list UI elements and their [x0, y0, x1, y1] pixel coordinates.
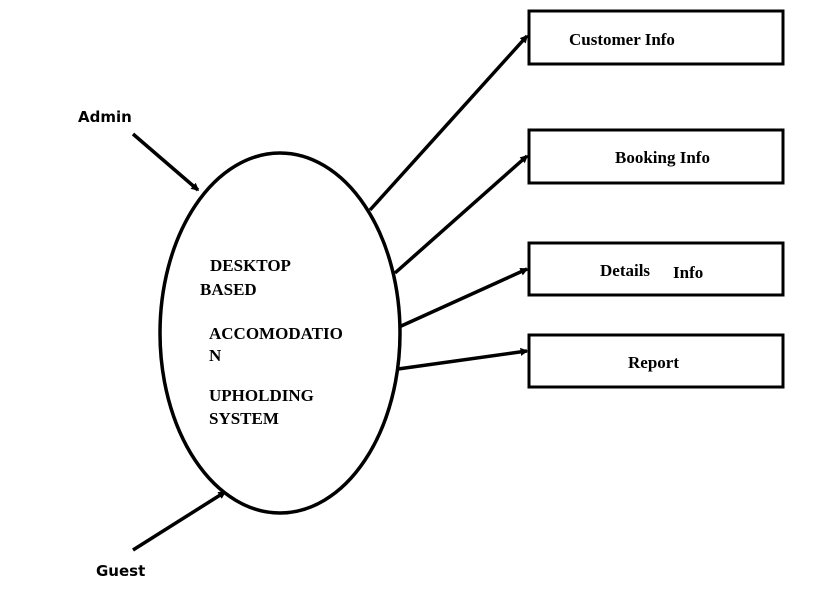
report-arrow [397, 347, 529, 371]
guest-arrow [132, 490, 227, 552]
booking-info-arrow [393, 154, 529, 275]
customer-info-box: Customer Info [527, 9, 785, 66]
details-label: Details [600, 261, 650, 280]
system-label-line-6: SYSTEM [209, 409, 279, 428]
actor-admin-label: Admin [78, 108, 132, 126]
customer-info-label: Customer Info [569, 30, 675, 49]
details-info-arrow [398, 267, 529, 329]
details-info-box: Details Info [527, 241, 785, 297]
system-process-ellipse [158, 151, 402, 515]
report-label: Report [628, 353, 679, 372]
system-label-line-1: DESKTOP [210, 256, 291, 275]
system-label-line-4: N [209, 346, 222, 365]
customer-info-arrow [368, 34, 529, 212]
system-process-label: DESKTOP BASED ACCOMODATIO N UPHOLDING SY… [200, 256, 343, 428]
actor-guest-label: Guest [96, 562, 145, 580]
booking-info-box: Booking Info [527, 128, 785, 185]
system-label-line-5: UPHOLDING [209, 386, 314, 405]
report-box: Report [527, 333, 785, 389]
system-label-line-2: BASED [200, 280, 257, 299]
admin-arrow [131, 132, 200, 192]
booking-info-label: Booking Info [615, 148, 710, 167]
system-label-line-3: ACCOMODATIO [209, 324, 343, 343]
details-info-suffix-label: Info [673, 263, 703, 282]
